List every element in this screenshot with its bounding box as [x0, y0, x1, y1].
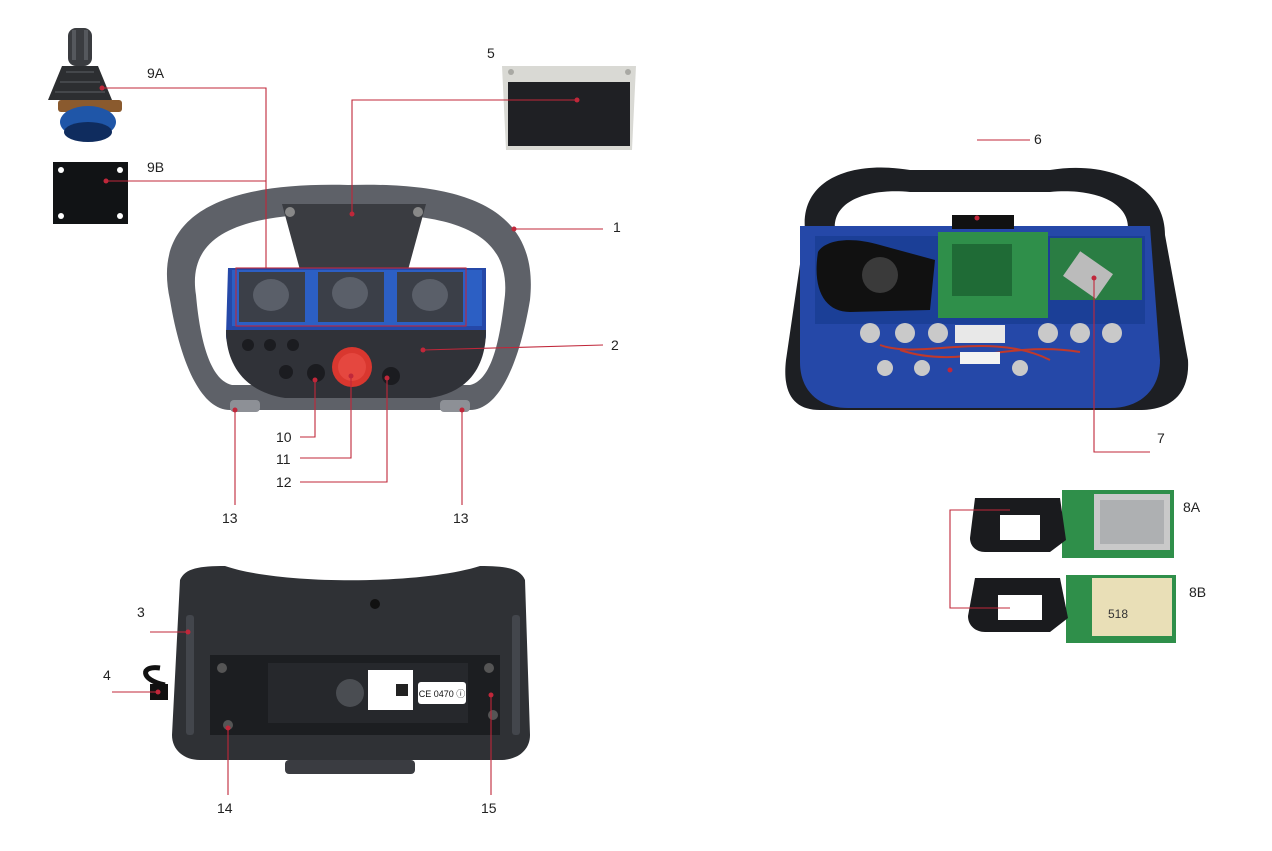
leader-2 [422, 344, 604, 351]
label-5: 5 [487, 45, 495, 61]
leader-lines [99, 85, 1150, 795]
svg-text:518: 518 [1108, 607, 1128, 621]
label-9b: 9B [147, 159, 164, 175]
leader-12 [300, 378, 388, 483]
label-14: 14 [217, 800, 233, 816]
label-13-left: 13 [222, 510, 238, 526]
leader-9a [102, 87, 267, 268]
controller-back-image: CE 0470 ⓘ [143, 566, 530, 774]
label-1: 1 [613, 219, 621, 235]
radio-module-8a-image [970, 490, 1174, 558]
label-13-right: 13 [453, 510, 469, 526]
label-3: 3 [137, 604, 145, 620]
cover-plate-9b-image [53, 162, 128, 224]
ce-mark-text: CE 0470 ⓘ [419, 689, 466, 699]
label-6: 6 [1034, 131, 1042, 147]
leader-11 [300, 376, 352, 459]
label-10: 10 [276, 429, 292, 445]
lid-5-image [502, 66, 636, 150]
label-7: 7 [1157, 430, 1165, 446]
leader-10 [300, 380, 316, 438]
label-2: 2 [611, 337, 619, 353]
joystick-9a-image [48, 28, 122, 142]
leader-7 [1093, 278, 1150, 453]
radio-module-8b-image: 518 [968, 575, 1176, 643]
label-15: 15 [481, 800, 497, 816]
label-8a: 8A [1183, 499, 1201, 515]
label-9a: 9A [147, 65, 165, 81]
callout-labels: 9A 9B 5 1 2 10 11 12 13 13 6 7 8A 8B 3 4… [103, 45, 1206, 816]
label-4: 4 [103, 667, 111, 683]
leader-5 [351, 99, 577, 214]
label-12: 12 [276, 474, 292, 490]
leader-8 [949, 509, 1010, 609]
controller-inside-image [785, 167, 1189, 410]
label-11: 11 [276, 451, 291, 467]
joystick-group-box [235, 267, 467, 327]
label-8b: 8B [1189, 584, 1206, 600]
controller-front-image [166, 184, 531, 412]
